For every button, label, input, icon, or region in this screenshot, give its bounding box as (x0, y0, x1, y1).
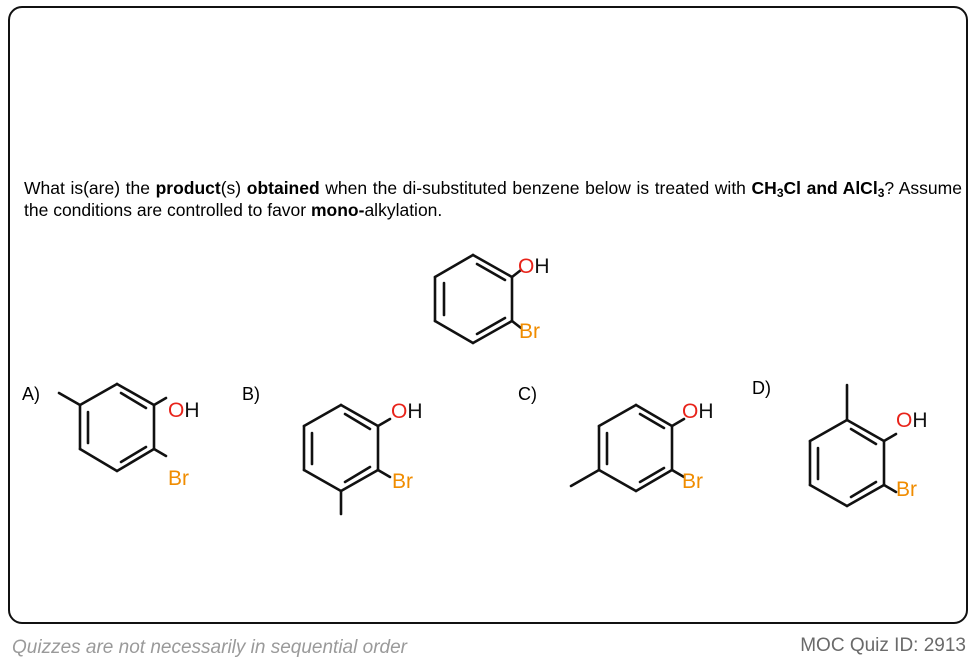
option-d-bromine-label: Br (896, 478, 917, 501)
option-a-label[interactable]: A) (22, 384, 40, 404)
option-b-bromine-label: Br (392, 470, 413, 493)
quiz-card (8, 6, 968, 624)
starting-oxygen-label: OH (518, 255, 550, 278)
footer-note: Quizzes are not necessarily in sequentia… (12, 637, 407, 658)
option-b-label[interactable]: B) (242, 384, 260, 404)
option-c-label[interactable]: C) (518, 384, 537, 404)
option-c-oxygen-label: OH (682, 400, 714, 423)
option-a-oxygen-label: OH (168, 399, 200, 422)
starting-ring (433, 253, 523, 345)
option-d-oxygen-label: OH (896, 409, 928, 432)
option-a-bromine-label: Br (168, 467, 189, 490)
option-c-bromine-label: Br (682, 470, 703, 493)
option-b-oxygen-label: OH (391, 400, 423, 423)
starting-bromine-label: Br (519, 320, 540, 343)
reagent-text: CH3Cl and AlCl3 (751, 178, 885, 200)
quiz-id: MOC Quiz ID: 2913 (800, 635, 966, 656)
question-text: What is(are) the product(s) obtained whe… (24, 178, 962, 220)
option-d-label[interactable]: D) (752, 378, 771, 398)
